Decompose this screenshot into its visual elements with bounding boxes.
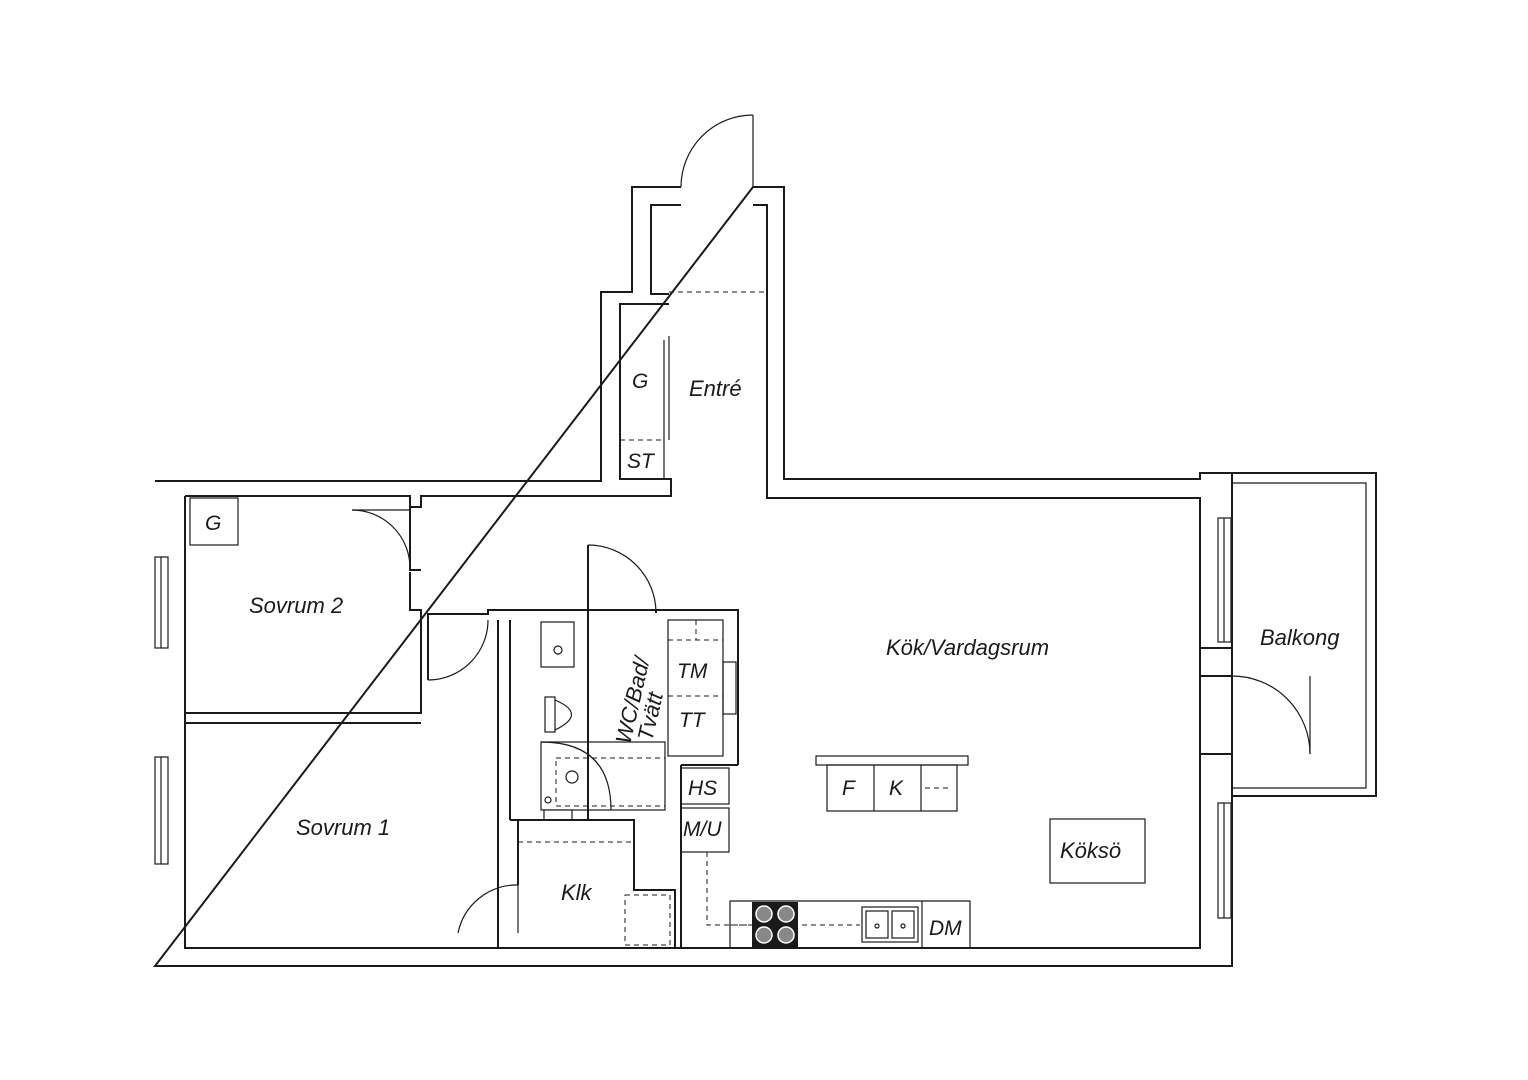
kitchen-counter	[729, 900, 971, 948]
label-koksoe: Köksö	[1060, 838, 1121, 863]
laundry-machines	[667, 619, 737, 757]
label-balkong: Balkong	[1260, 625, 1340, 650]
label-klk: Klk	[561, 880, 593, 905]
sink	[540, 621, 575, 668]
kitchen-island	[1049, 818, 1146, 884]
outer-walls	[152, 186, 1233, 967]
cabinets-hs-mu	[680, 764, 750, 948]
sovrum2-walls	[185, 497, 422, 714]
label-sovrum1: Sovrum 1	[296, 815, 390, 840]
balcony	[1200, 472, 1377, 797]
label-st: ST	[627, 450, 656, 473]
label-f: F	[842, 777, 856, 800]
sovrum2-wardrobe	[189, 497, 239, 546]
label-wardrobe-g-bedroom: G	[205, 512, 221, 535]
label-entre: Entré	[689, 376, 742, 401]
closet-klk	[457, 819, 676, 948]
fridge-freezer	[815, 755, 969, 812]
kitchen-sink-icon	[861, 906, 919, 943]
right-windows	[1217, 517, 1232, 919]
label-tt: TT	[679, 709, 707, 732]
entrance-door	[680, 114, 754, 188]
sovrum1-walls	[185, 609, 739, 948]
label-hs: HS	[688, 777, 717, 800]
entre-wardrobe	[620, 336, 670, 479]
left-windows	[154, 556, 169, 865]
label-wardrobe-g: G	[632, 370, 648, 393]
label-kok-vardagsrum: Kök/Vardagsrum	[886, 635, 1049, 660]
label-k: K	[889, 777, 904, 800]
label-dm: DM	[929, 917, 962, 940]
bathroom	[510, 544, 666, 821]
label-tm: TM	[677, 660, 708, 683]
label-mu: M/U	[683, 818, 722, 841]
label-sovrum2: Sovrum 2	[249, 593, 343, 618]
